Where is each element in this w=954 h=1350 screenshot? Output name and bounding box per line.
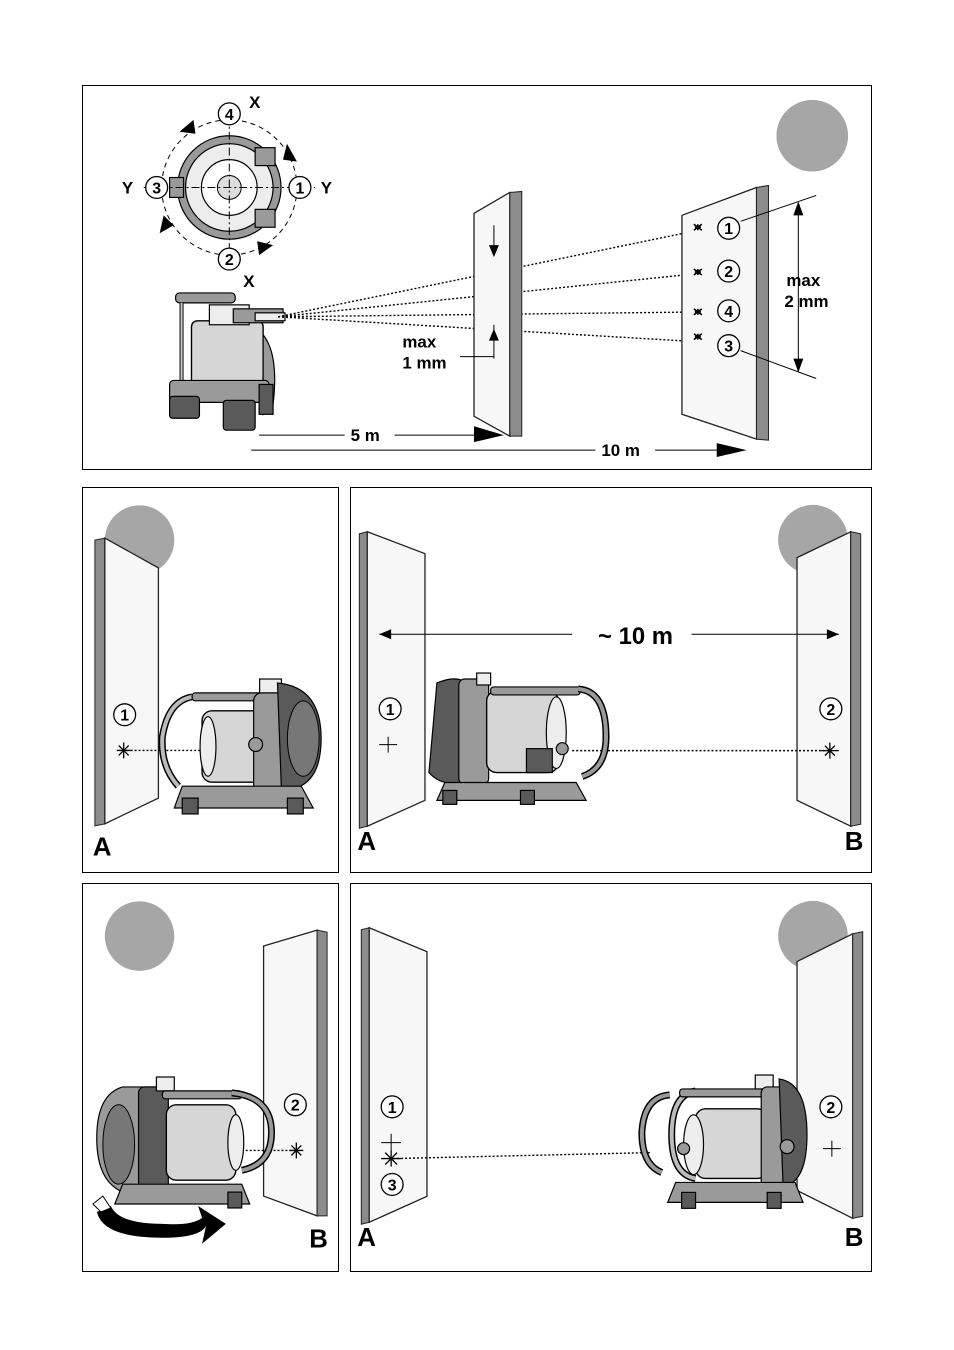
axis-x-bottom-label: X <box>243 272 255 291</box>
figure-b-panel: 2 B <box>82 883 339 1272</box>
wall-b-point-2: 2 <box>291 1098 300 1115</box>
figure-ab-panel: ~ 10 m 1 2 A B <box>350 487 872 873</box>
wall2-tolerance-line1: max <box>786 271 820 290</box>
figure-badge-circle <box>776 100 848 172</box>
wall-b-label: B <box>309 1226 328 1254</box>
laser-device-ab <box>429 673 606 804</box>
wall-10m-edge <box>757 185 769 440</box>
axis-y-right-label: Y <box>321 178 332 197</box>
wall-a-point-1: 1 <box>388 1100 397 1117</box>
figure-b-svg: 2 B <box>83 884 338 1271</box>
beam-ab2 <box>393 1153 650 1159</box>
wall-a-edge <box>95 538 105 826</box>
wall-a-label: A <box>357 1224 376 1252</box>
wall-b-edge <box>853 932 863 1219</box>
dial-number-1: 1 <box>295 180 304 197</box>
wall-b-label: B <box>845 828 864 856</box>
wall-a <box>105 538 159 824</box>
wall-5m <box>474 192 510 436</box>
wall2-point-2: 2 <box>724 264 733 281</box>
dial-number-4: 4 <box>225 107 234 124</box>
distance-5m-label: 5 m <box>351 426 380 445</box>
wall-b-point-2: 2 <box>826 1100 835 1117</box>
dial-number-3: 3 <box>152 180 161 197</box>
wall-a-point-3: 3 <box>388 1177 397 1194</box>
distance-10m-label: 10 m <box>601 441 640 460</box>
wall2-point-1: 1 <box>724 221 733 238</box>
wall-a-edge <box>361 928 369 1224</box>
figure-a-panel: 1 A <box>82 487 339 873</box>
wall-5m-edge <box>510 191 522 436</box>
axis-y-left-label: Y <box>122 178 133 197</box>
wall-b-label: B <box>845 1224 864 1252</box>
wall1-tolerance-line2: 1 mm <box>402 354 446 373</box>
rotation-arrow-icon <box>97 1206 226 1244</box>
wall-b-edge <box>851 532 861 826</box>
laser-device-a <box>162 679 321 814</box>
wall-a-label: A <box>357 828 376 856</box>
figure-ab2-svg: 1 3 2 A B <box>351 884 871 1271</box>
figure-top-svg: 4 3 1 2 X X Y Y <box>83 86 871 469</box>
distance-label: ~ 10 m <box>598 623 673 650</box>
laser-device-b <box>97 1077 272 1208</box>
wall-b-point-2: 2 <box>826 702 835 719</box>
wall2-point-3: 3 <box>724 339 733 356</box>
dial-number-2: 2 <box>225 252 234 269</box>
wall-a-edge <box>359 532 367 828</box>
figure-a-svg: 1 A <box>83 488 338 872</box>
wall1-tolerance-line1: max <box>402 333 436 352</box>
figure-top-panel: 4 3 1 2 X X Y Y <box>82 85 872 470</box>
wall-b <box>264 930 318 1216</box>
wall-b-edge <box>317 930 327 1216</box>
laser-device-ab2 <box>642 1075 807 1208</box>
wall-b <box>797 934 853 1219</box>
wall-a-label: A <box>93 834 112 862</box>
wall-a-point-1: 1 <box>120 708 129 725</box>
wall-a <box>367 532 425 826</box>
figure-badge-circle <box>105 901 174 970</box>
wall2-tolerance-line2: 2 mm <box>784 292 828 311</box>
axis-x-top-label: X <box>249 93 261 112</box>
figure-ab2-panel: 1 3 2 A B <box>350 883 872 1272</box>
figure-ab-svg: ~ 10 m 1 2 A B <box>351 488 871 872</box>
wall2-point-4: 4 <box>724 304 733 321</box>
laser-device-side <box>170 293 285 430</box>
wall-b <box>797 532 851 826</box>
wall-a-point-1: 1 <box>386 702 395 719</box>
